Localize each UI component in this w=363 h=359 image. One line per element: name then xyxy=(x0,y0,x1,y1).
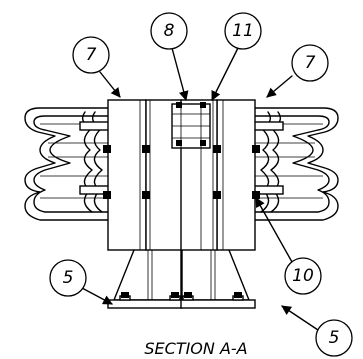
callout-label: 10 xyxy=(292,266,314,286)
callout-center-left: 8 xyxy=(150,12,188,50)
callout-label: 5 xyxy=(63,268,74,288)
left-post xyxy=(107,99,183,309)
callout-left-top: 7 xyxy=(72,36,110,74)
leader-lines xyxy=(81,47,319,331)
callout-left-bottom: 5 xyxy=(49,259,87,297)
callout-label: 8 xyxy=(164,21,175,41)
callout-center-right: 11 xyxy=(224,12,262,50)
section-title: SECTION A-A xyxy=(144,339,247,358)
callout-right-top: 7 xyxy=(291,44,329,82)
callout-label: 7 xyxy=(86,45,97,65)
right-w-beam-rail xyxy=(252,107,339,221)
center-splice xyxy=(171,102,211,250)
callout-label: 7 xyxy=(305,53,316,73)
left-w-beam-rail xyxy=(24,107,111,221)
callout-right-bottom: 5 xyxy=(315,319,353,357)
bolts xyxy=(103,145,260,298)
callout-right-middle: 10 xyxy=(284,257,322,295)
callout-label: 11 xyxy=(232,21,254,41)
callout-label: 5 xyxy=(329,328,340,348)
